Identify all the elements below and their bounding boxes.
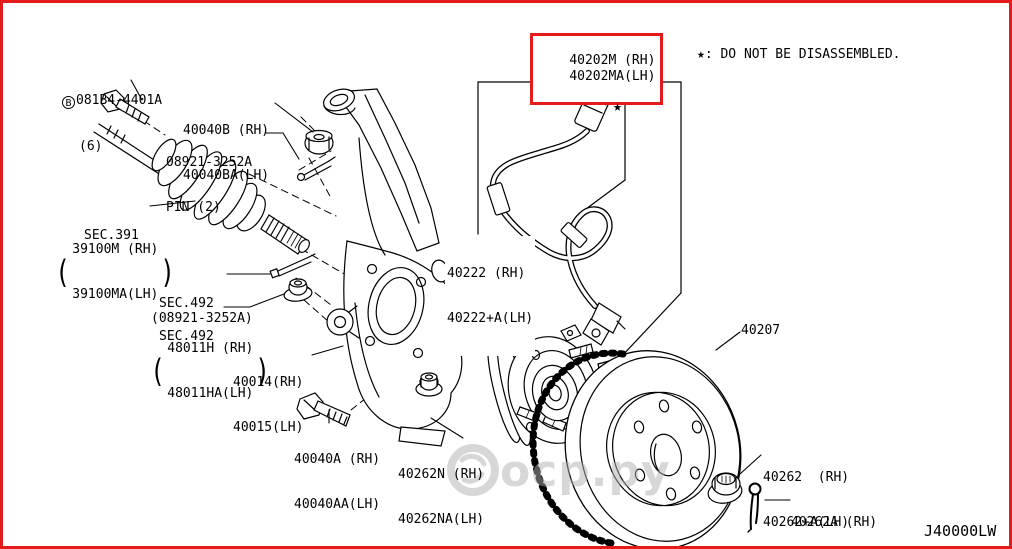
open-paren: ( <box>55 253 70 291</box>
steering-knuckle <box>322 88 465 447</box>
diagram-code: J40000LW <box>924 522 997 540</box>
nut-48011h <box>283 278 313 302</box>
leader-lines <box>130 79 791 501</box>
cv-axle-assembly <box>93 123 310 255</box>
star-marker: ★ <box>613 97 623 115</box>
label-knuckle-40014: 40014(RH) 40015(LH) <box>233 375 304 435</box>
label-pin-40262a: 40262A (RH) 40262AA(LH) <box>791 515 878 530</box>
circled-b-badge: B <box>62 96 75 109</box>
nut-40262n <box>415 372 443 397</box>
exploded-view-line-art: оср.ру <box>93 75 791 546</box>
label-sensor-40222: 40222 (RH) 40222+A(LH) <box>445 236 536 356</box>
open-paren: ( <box>150 352 165 390</box>
highlighted-part-40202m: 40202M (RH) 40202MA(LH) <box>530 33 664 105</box>
label-nut-40040b: 40040B (RH) 40040BA(LH) <box>183 123 270 183</box>
close-paren: ) <box>255 352 271 390</box>
label-nut-40262n: 40262N (RH) 40262NA(LH) <box>398 467 485 527</box>
label-sec391-title: SEC.391 <box>84 228 139 243</box>
label-bolt-40040a: 40040A (RH) 40040AA(LH) <box>294 452 381 512</box>
label-hub-nut-40262: 40262 (RH) 40262+A(LH) <box>763 470 850 530</box>
cotter-pin-40262a <box>747 482 762 533</box>
label-sec492-pin-sub: (08921-3252A) <box>151 311 253 326</box>
note-do-not-disassemble: ★: DO NOT BE DISASSEMBLED. <box>697 47 901 62</box>
label-rotor-40207: 40207 <box>741 323 781 338</box>
watermark-text: оср.ру <box>500 446 671 497</box>
nut-40040b <box>304 129 334 155</box>
label-sec492-pin-title: SEC.492 <box>159 296 214 311</box>
bolt-40040a <box>296 392 351 427</box>
hub-nut-40262 <box>707 472 743 504</box>
label-sec492-nut-title: SEC.492 <box>159 329 214 344</box>
cotter-pin-sec492 <box>269 253 316 279</box>
label-pin-08921: 08921-3252A PIN (2) <box>166 155 253 215</box>
cotter-pin-08921 <box>296 156 336 182</box>
bolt-081b4 <box>100 89 150 125</box>
label-sec492-nut-parts: ( 48011H (RH) 48011HA(LH) ) <box>150 341 271 401</box>
close-paren: ) <box>160 253 176 291</box>
watermark-logo: оср.ру <box>447 444 671 497</box>
label-sec391-parts: ( 39100M (RH) 39100MA(LH) ) <box>55 242 176 302</box>
brake-rotor <box>529 349 742 546</box>
